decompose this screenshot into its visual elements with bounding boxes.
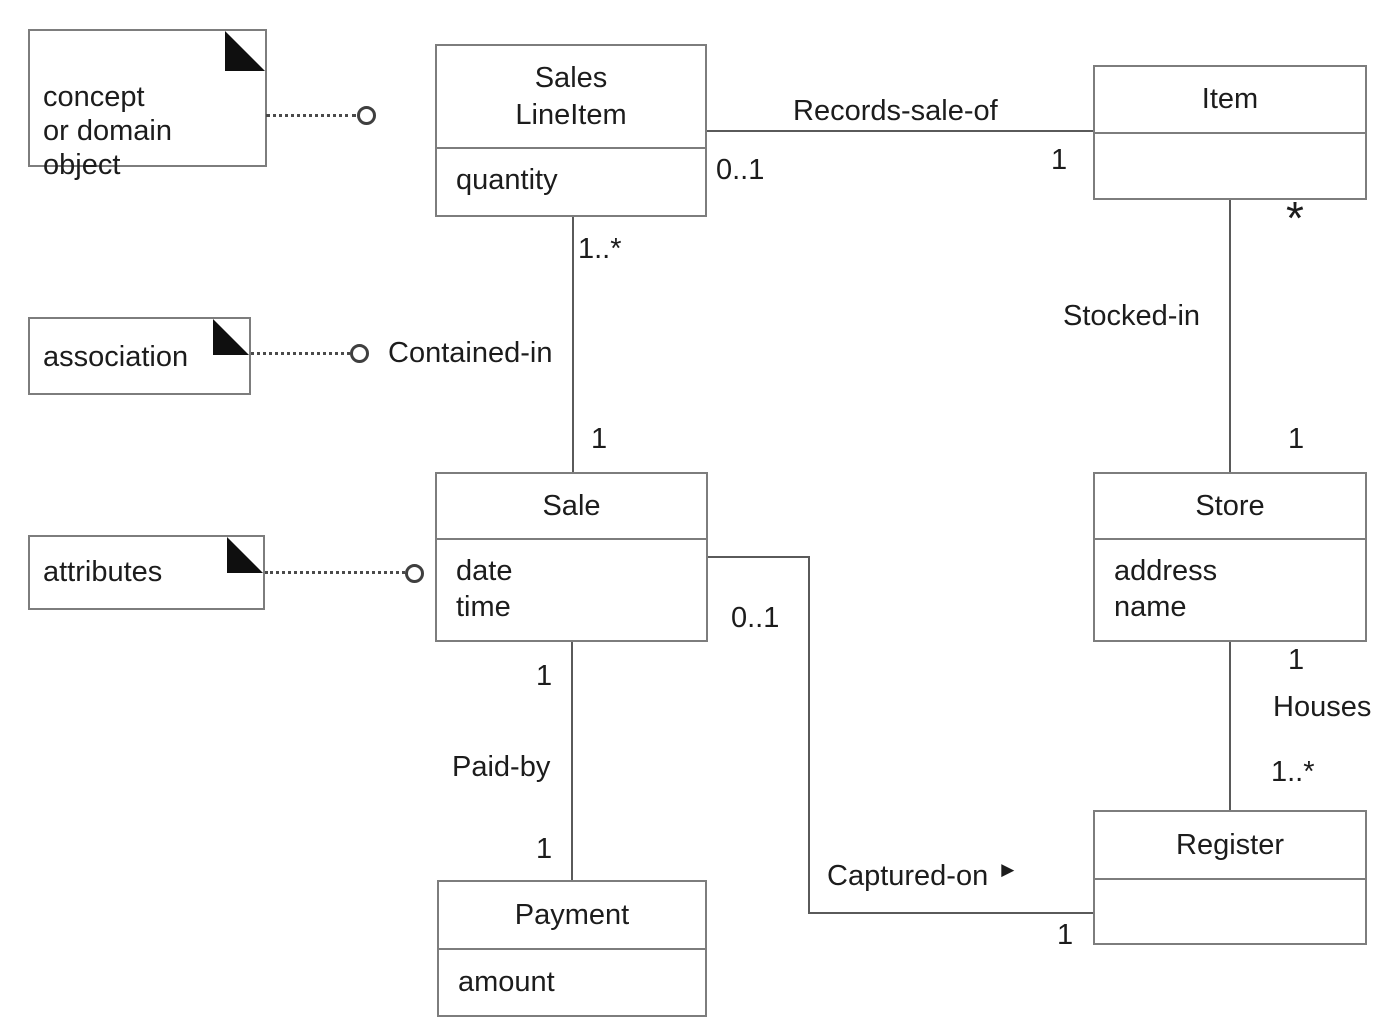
- class-box-sale: Sale date time: [435, 472, 708, 642]
- class-attributes-compartment: date time: [437, 540, 706, 640]
- association-label-stocked-in: Stocked-in: [1063, 300, 1201, 332]
- class-name: Sale: [437, 474, 706, 540]
- class-attributes-compartment: [1095, 880, 1365, 943]
- multiplicity-houses-near-register: 1..*: [1271, 756, 1315, 788]
- multiplicity-records-sale-of-near-sales-line-item: 0..1: [716, 154, 765, 186]
- connector-circle-icon: [357, 106, 376, 125]
- association-label-paid-by: Paid-by: [452, 751, 551, 783]
- multiplicity-houses-near-store: 1: [1288, 644, 1305, 676]
- note-text-line: attributes: [43, 556, 163, 588]
- association-line-captured-on-segment: [808, 912, 1094, 914]
- association-line-captured-on-segment: [808, 556, 810, 914]
- multiplicity-paid-by-near-sale: 1: [536, 660, 553, 692]
- folded-corner-icon: [225, 31, 265, 71]
- class-name-line: Store: [1195, 489, 1265, 522]
- connector-circle-icon: [405, 564, 424, 583]
- folded-corner-icon: [227, 537, 263, 573]
- note-connector-dotted-line: [265, 571, 405, 574]
- class-attribute: amount: [458, 966, 555, 998]
- class-attribute: quantity: [456, 164, 558, 196]
- class-name: Store: [1095, 474, 1365, 540]
- note-text-line: concept: [43, 81, 145, 113]
- multiplicity-captured-on-near-sale: 0..1: [731, 602, 780, 634]
- note-text-line: object: [43, 149, 121, 181]
- association-label-captured-on: Captured-on ▶: [827, 860, 1014, 895]
- connector-circle-icon: [350, 344, 369, 363]
- class-name-line: Payment: [514, 898, 630, 931]
- class-attribute: address: [1114, 555, 1218, 587]
- association-line-contained-in: [572, 217, 574, 472]
- class-name-line: Sales: [534, 61, 608, 94]
- association-label-text: Captured-on: [827, 860, 989, 892]
- association-line-stocked-in: [1229, 200, 1231, 472]
- association-line-paid-by: [571, 642, 573, 880]
- folded-corner-icon: [213, 319, 249, 355]
- class-name-line: Register: [1176, 828, 1284, 861]
- note-connector-dotted-line: [251, 352, 350, 355]
- association-label-houses: Houses: [1273, 691, 1372, 723]
- multiplicity-captured-on-near-register: 1: [1057, 919, 1074, 951]
- note-text-line: association: [43, 341, 189, 373]
- association-line-captured-on-segment: [708, 556, 810, 558]
- class-box-store: Store address name: [1093, 472, 1367, 642]
- note-association: association: [28, 317, 251, 395]
- multiplicity-contained-in-near-sales-line-item: 1..*: [578, 233, 622, 265]
- multiplicity-contained-in-near-sale: 1: [591, 423, 608, 455]
- class-box-register: Register: [1093, 810, 1367, 945]
- multiplicity-records-sale-of-near-item: 1: [1051, 144, 1068, 176]
- class-name: Payment: [439, 882, 705, 950]
- class-name-line: Sale: [542, 489, 601, 522]
- class-box-item: Item: [1093, 65, 1367, 200]
- note-text-line: or domain: [43, 115, 172, 147]
- class-name: Item: [1095, 67, 1365, 134]
- note-concept-or-domain-object: concept or domain object: [28, 29, 267, 181]
- association-label-records-sale-of: Records-sale-of: [793, 95, 998, 127]
- class-attribute: time: [456, 591, 511, 623]
- class-name: Register: [1095, 812, 1365, 880]
- association-label-contained-in: Contained-in: [388, 337, 553, 369]
- class-box-sales-line-item: Sales LineItem quantity: [435, 44, 707, 217]
- note-attributes: attributes: [28, 535, 265, 610]
- class-name-line: LineItem: [515, 98, 627, 131]
- association-line-houses: [1229, 642, 1231, 810]
- class-name: Sales LineItem: [437, 46, 705, 149]
- multiplicity-stocked-in-near-store: 1: [1288, 423, 1305, 455]
- class-attribute: date: [456, 555, 513, 587]
- class-box-payment: Payment amount: [437, 880, 707, 1017]
- reading-direction-arrow-icon: ▶: [1001, 860, 1015, 879]
- multiplicity-stocked-in-near-item: *: [1286, 192, 1304, 244]
- class-attributes-compartment: quantity: [437, 149, 705, 215]
- class-attributes-compartment: amount: [439, 950, 705, 1015]
- class-name-line: Item: [1201, 83, 1259, 115]
- class-attribute: name: [1114, 591, 1187, 623]
- class-attributes-compartment: address name: [1095, 540, 1365, 640]
- multiplicity-paid-by-near-payment: 1: [536, 833, 553, 865]
- class-attributes-compartment: [1095, 134, 1365, 198]
- association-line-records-sale-of: [707, 130, 1093, 132]
- note-connector-dotted-line: [266, 114, 356, 117]
